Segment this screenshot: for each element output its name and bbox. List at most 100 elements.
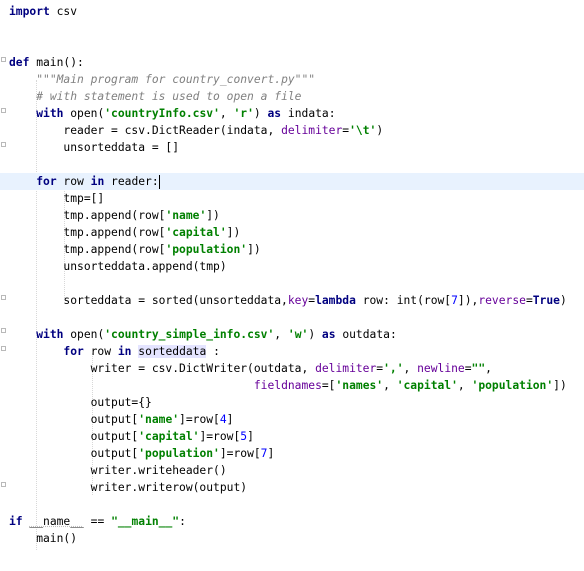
code-token: ]) [226,226,241,239]
code-token: ) [376,124,384,137]
code-line[interactable]: output={} [0,394,584,411]
code-line[interactable]: tmp=[] [0,190,584,207]
code-line[interactable]: output['name']=row[4] [0,411,584,428]
code-line-current[interactable]: for row in reader: [0,173,584,190]
code-token: , [485,362,492,375]
code-token: =[ [321,379,336,392]
fold-marker-icon[interactable] [1,482,6,487]
code-token: output[ [9,447,139,460]
code-line[interactable]: output['capital']=row[5] [0,428,584,445]
fold-marker-icon[interactable] [1,328,6,333]
code-line[interactable]: unsorteddata.append(tmp) [0,258,584,275]
code-line[interactable]: tmp.append(row['population']) [0,241,584,258]
code-token: , [403,362,418,375]
code-token: == [83,515,112,528]
code-line[interactable]: sorteddata = sorted(unsorteddata,key=lam… [0,292,584,309]
code-line[interactable] [0,275,584,292]
code-token: '\t' [349,124,377,137]
code-line[interactable]: with open('country_simple_info.csv', 'w'… [0,326,584,343]
code-text: with open('country_simple_info.csv', 'w'… [9,326,397,343]
fold-marker-icon[interactable] [1,142,6,147]
code-line[interactable]: """Main program for country_convert.py""… [0,71,584,88]
indent-guide [64,183,65,298]
code-token [9,107,36,120]
fold-marker-icon[interactable] [1,295,6,300]
code-token: # with statement is used to open a file [36,90,302,103]
code-text: """Main program for country_convert.py""… [9,71,315,88]
code-token: ]=row[ [219,447,261,460]
code-token: tmp.append(row[ [9,243,166,256]
code-token: 'population' [138,447,220,460]
code-token: fieldnames [253,379,322,392]
code-token: import [9,5,50,18]
code-line[interactable]: reader = csv.DictReader(indata, delimite… [0,122,584,139]
code-token: ]) [553,379,567,392]
code-text: unsorteddata = [] [9,139,179,156]
code-line[interactable]: # with statement is used to open a file [0,88,584,105]
code-token: 'r' [233,107,254,120]
code-token: 7 [260,447,268,460]
code-line[interactable]: import csv [0,3,584,20]
code-token: in [117,345,132,358]
code-line[interactable] [0,496,584,513]
code-text: def main(): [9,54,84,71]
code-text: import csv [9,3,77,20]
code-token: = [308,294,316,307]
fold-marker-icon[interactable] [1,346,6,351]
code-text: output={} [9,394,152,411]
code-line[interactable] [0,156,584,173]
code-token: , [383,379,397,392]
fold-marker-icon[interactable] [1,57,6,62]
code-line[interactable] [0,309,584,326]
code-text: for row in sorteddata : [9,343,220,360]
code-text: writer.writeheader() [9,462,227,479]
code-token [9,328,36,341]
code-line[interactable]: for row in sorteddata : [0,343,584,360]
code-token: = [464,362,472,375]
code-token: unsorteddata.append(tmp) [9,260,227,273]
code-token: 'country_simple_info.csv' [104,328,275,341]
code-line[interactable] [0,20,584,37]
code-token: , [219,107,234,120]
code-line[interactable]: fieldnames=['names', 'capital', 'populat… [0,377,584,394]
code-token: lambda [315,294,356,307]
code-line[interactable]: writer.writerow(output) [0,479,584,496]
code-line[interactable]: output['population']=row[7] [0,445,584,462]
code-token: ) [559,294,567,307]
code-line[interactable] [0,37,584,54]
fold-marker-icon[interactable] [1,108,6,113]
code-token: writer.writeheader() [9,464,227,477]
code-token: , [274,328,288,341]
code-line[interactable]: main() [0,530,584,547]
code-line[interactable]: tmp.append(row['name']) [0,207,584,224]
code-line[interactable]: unsorteddata = [] [0,139,584,156]
code-text: tmp.append(row['population']) [9,241,260,258]
code-token: "__main__" [111,515,180,528]
code-token: reverse [478,294,526,307]
code-token: 'name' [138,413,180,426]
code-token: 'countryInfo.csv' [104,107,220,120]
code-line[interactable]: writer = csv.DictWriter(outdata, delimit… [0,360,584,377]
code-token: in [90,175,105,188]
code-text: if __name__ == "__main__": [9,513,186,530]
code-token: , [457,379,472,392]
code-token: 7 [451,294,458,307]
code-token: ]=row[ [179,413,220,426]
code-line[interactable]: tmp.append(row['capital']) [0,224,584,241]
code-text: main() [9,530,77,547]
code-line[interactable]: def main(): [0,54,584,71]
code-text: writer = csv.DictWriter(outdata, delimit… [9,360,492,377]
code-line[interactable]: with open('countryInfo.csv', 'r') as ind… [0,105,584,122]
code-token: 'population' [165,243,248,256]
code-token [9,175,36,188]
code-line[interactable]: if __name__ == "__main__": [0,513,584,530]
code-token: output[ [9,430,139,443]
code-token: 'capital' [165,226,227,239]
code-line[interactable]: writer.writeheader() [0,462,584,479]
code-token: with [36,328,64,341]
text-caret [158,175,160,189]
code-token: ) [253,107,268,120]
code-token: outdata: [335,328,397,341]
code-token: row: int(row[ [355,294,452,307]
